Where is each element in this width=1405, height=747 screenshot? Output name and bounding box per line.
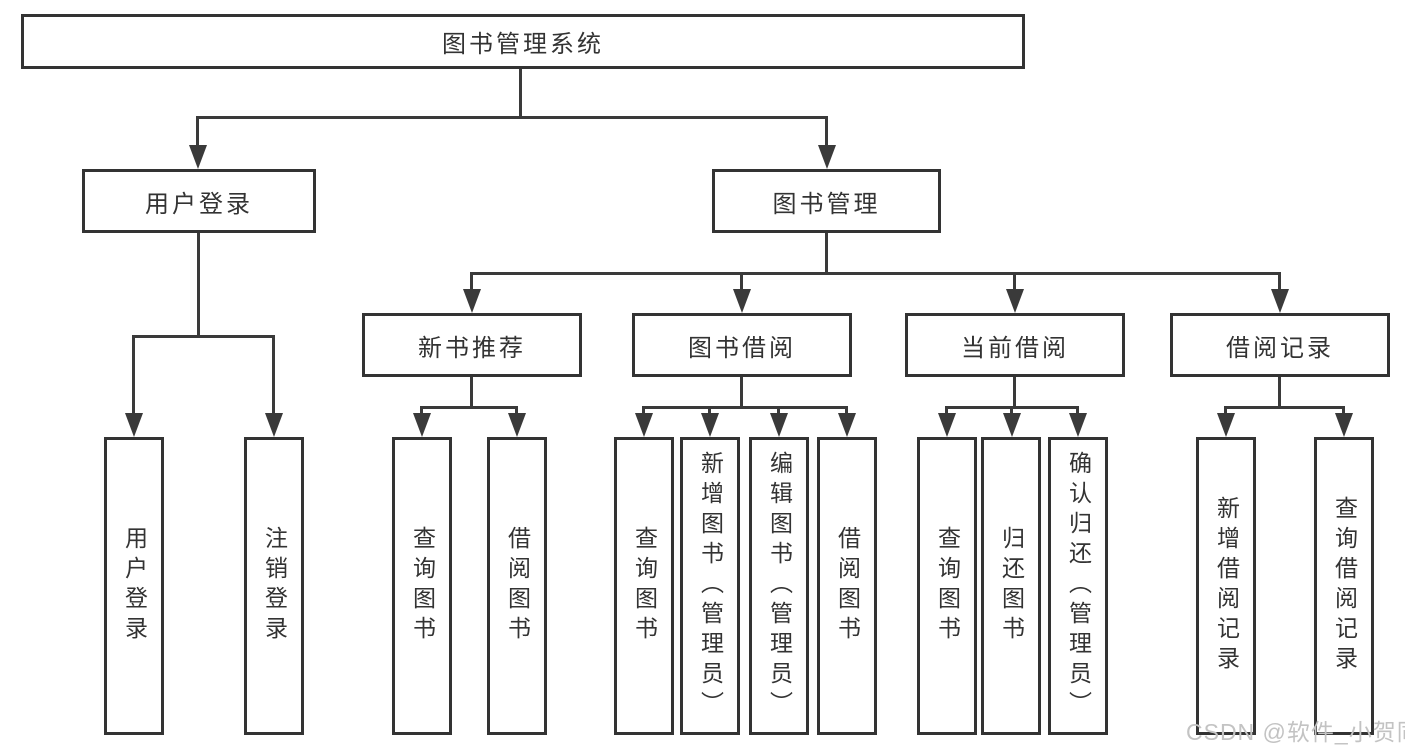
connector-line — [1076, 406, 1079, 416]
connector-line — [777, 406, 780, 416]
leaf-borrow-borrow-label: 借阅图书 — [834, 526, 861, 646]
arrowhead-icon — [463, 289, 481, 313]
leaf-newbooks-borrow: 借阅图书 — [487, 437, 547, 735]
leaf-records-query-label: 查询借阅记录 — [1331, 496, 1358, 676]
leaf-records-add: 新增借阅记录 — [1196, 437, 1256, 735]
connector-line — [1010, 406, 1013, 416]
leaf-records-add-label: 新增借阅记录 — [1213, 496, 1240, 676]
connector-line — [1342, 406, 1345, 416]
connector-line — [519, 69, 522, 118]
leaf-borrow-query: 查询图书 — [614, 437, 674, 735]
node-book-borrow: 图书借阅 — [632, 313, 852, 377]
leaf-user-login: 用户登录 — [104, 437, 164, 735]
arrowhead-icon — [733, 289, 751, 313]
arrowhead-icon — [413, 413, 431, 437]
connector-line — [1013, 272, 1016, 291]
arrowhead-icon — [189, 145, 207, 169]
leaf-current-return: 归还图书 — [981, 437, 1041, 735]
arrowhead-icon — [838, 413, 856, 437]
leaf-current-return-label: 归还图书 — [998, 526, 1025, 646]
connector-line — [272, 335, 275, 414]
connector-line — [740, 377, 743, 408]
connector-line — [845, 406, 848, 416]
connector-line — [642, 406, 645, 416]
connector-line — [197, 233, 200, 337]
arrowhead-icon — [265, 413, 283, 437]
node-user-login: 用户登录 — [82, 169, 316, 233]
leaf-current-confirm: 确认归还（管理员） — [1048, 437, 1108, 735]
node-root: 图书管理系统 — [21, 14, 1025, 69]
node-borrow-records-label: 借阅记录 — [1226, 334, 1334, 362]
leaf-logout: 注销登录 — [244, 437, 304, 735]
node-user-login-label: 用户登录 — [145, 190, 253, 218]
leaf-borrow-add-label: 新增图书（管理员） — [697, 451, 724, 721]
leaf-borrow-add: 新增图书（管理员） — [680, 437, 740, 735]
connector-line — [1278, 272, 1281, 291]
connector-line — [196, 116, 199, 147]
node-book-mgmt: 图书管理 — [712, 169, 941, 233]
connector-line — [1224, 406, 1344, 409]
node-new-books: 新书推荐 — [362, 313, 582, 377]
node-current-borrow: 当前借阅 — [905, 313, 1125, 377]
leaf-logout-label: 注销登录 — [261, 526, 288, 646]
node-book-mgmt-label: 图书管理 — [772, 190, 881, 218]
connector-line — [420, 406, 518, 409]
connector-line — [1278, 377, 1281, 408]
arrowhead-icon — [938, 413, 956, 437]
connector-line — [945, 406, 948, 416]
connector-line — [740, 272, 743, 291]
connector-line — [132, 335, 275, 338]
arrowhead-icon — [770, 413, 788, 437]
arrowhead-icon — [1069, 413, 1087, 437]
connector-line — [825, 233, 828, 274]
watermark: CSDN @软件_小贺同学 — [1186, 719, 1405, 745]
leaf-borrow-edit: 编辑图书（管理员） — [749, 437, 809, 735]
connector-line — [470, 377, 473, 408]
node-root-label: 图书管理系统 — [442, 31, 604, 58]
leaf-current-confirm-label: 确认归还（管理员） — [1065, 451, 1092, 721]
node-borrow-records: 借阅记录 — [1170, 313, 1390, 377]
connector-line — [515, 406, 518, 416]
connector-line — [825, 116, 828, 147]
connector-line — [132, 335, 135, 414]
connector-line — [470, 272, 1281, 275]
arrowhead-icon — [1335, 413, 1353, 437]
node-book-borrow-label: 图书借阅 — [688, 334, 796, 362]
leaf-newbooks-borrow-label: 借阅图书 — [504, 526, 531, 646]
leaf-borrow-query-label: 查询图书 — [631, 526, 658, 646]
arrowhead-icon — [1217, 413, 1235, 437]
leaf-current-query-label: 查询图书 — [934, 526, 961, 646]
leaf-newbooks-query: 查询图书 — [392, 437, 452, 735]
node-current-borrow-label: 当前借阅 — [961, 334, 1069, 362]
arrowhead-icon — [508, 413, 526, 437]
arrowhead-icon — [635, 413, 653, 437]
arrowhead-icon — [1271, 289, 1289, 313]
node-new-books-label: 新书推荐 — [418, 334, 526, 362]
connector-line — [420, 406, 423, 416]
leaf-borrow-edit-label: 编辑图书（管理员） — [766, 451, 793, 721]
leaf-current-query: 查询图书 — [917, 437, 977, 735]
connector-line — [1013, 377, 1016, 408]
arrowhead-icon — [818, 145, 836, 169]
leaf-borrow-borrow: 借阅图书 — [817, 437, 877, 735]
connector-line — [642, 406, 847, 409]
leaf-records-query: 查询借阅记录 — [1314, 437, 1374, 735]
leaf-user-login-label: 用户登录 — [121, 526, 148, 646]
connector-line — [1224, 406, 1227, 416]
connector-line — [196, 116, 828, 119]
arrowhead-icon — [1006, 289, 1024, 313]
leaf-newbooks-query-label: 查询图书 — [409, 526, 436, 646]
arrowhead-icon — [1003, 413, 1021, 437]
arrowhead-icon — [701, 413, 719, 437]
arrowhead-icon — [125, 413, 143, 437]
connector-line — [708, 406, 711, 416]
connector-line — [470, 272, 473, 291]
